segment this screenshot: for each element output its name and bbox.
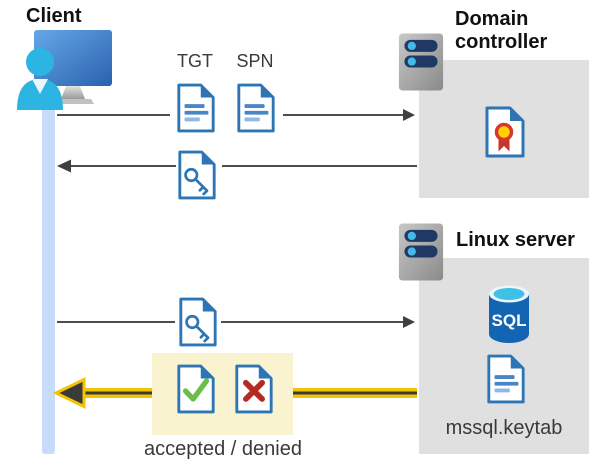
keytab-file-label: mssql.keytab	[445, 417, 563, 439]
spn-label: SPN	[236, 51, 274, 71]
certificate-doc-icon	[483, 106, 527, 158]
linux-server-title: Linux server	[456, 229, 575, 251]
tgt-doc-icon	[175, 83, 217, 133]
client-lifeline	[42, 92, 55, 454]
domain-controller-title: Domain controller	[455, 8, 548, 53]
arrow-ticket-response	[57, 159, 417, 173]
domain-controller-server-icon	[398, 31, 444, 93]
result-label: accepted / denied	[144, 438, 302, 460]
sql-badge-text: SQL	[492, 311, 527, 330]
user-icon	[17, 48, 63, 110]
client-title: Client	[26, 5, 82, 27]
linux-server-icon	[398, 221, 444, 283]
arrow-ticket-request	[57, 109, 415, 121]
key-doc-icon	[176, 150, 218, 200]
arrow-key-to-server	[57, 316, 415, 328]
tgt-label: TGT	[177, 51, 213, 71]
client-workstation-icon	[17, 30, 112, 110]
keytab-doc-icon	[485, 354, 527, 404]
key-doc-icon	[177, 297, 219, 347]
denied-doc-icon	[233, 364, 275, 414]
accepted-doc-icon	[175, 364, 217, 414]
sql-database-icon: SQL	[489, 285, 529, 343]
spn-doc-icon	[235, 83, 277, 133]
